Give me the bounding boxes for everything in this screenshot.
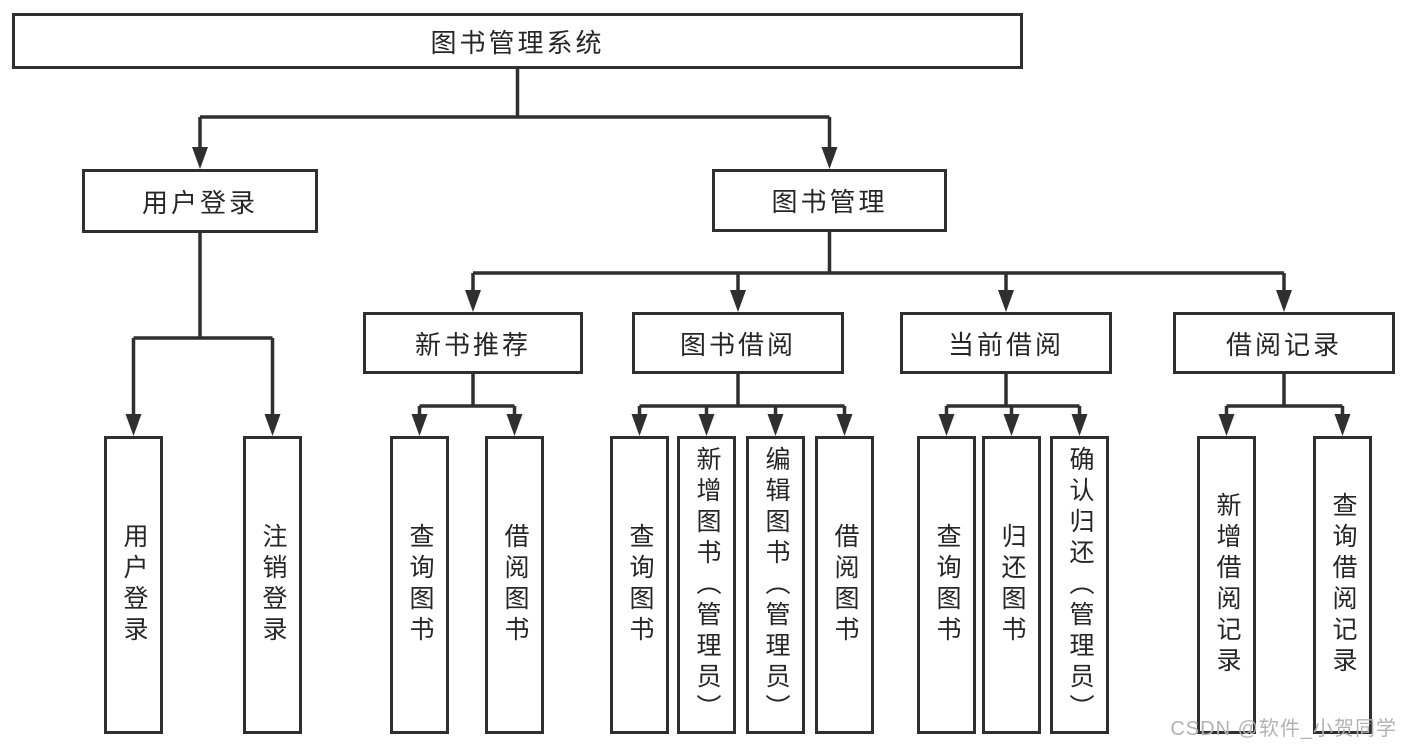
csdn-watermark: CSDN @软件_小贺同学 [1170, 718, 1397, 740]
node-user-login: 用户登录 [82, 169, 318, 233]
node-bb-query-books: 查询图书 [610, 436, 669, 734]
node-current-borrowing: 当前借阅 [900, 312, 1112, 374]
node-library-management-system: 图书管理系统 [12, 13, 1023, 69]
node-book-management: 图书管理 [712, 169, 947, 232]
node-cb-return-books: 归还图书 [982, 436, 1041, 734]
node-user-login-leaf: 用户登录 [104, 436, 163, 734]
node-bb-add-books-admin: 新增图书（管理员） [677, 436, 736, 734]
node-book-borrowing: 图书借阅 [632, 312, 844, 374]
node-br-add-borrow-record: 新增借阅记录 [1197, 436, 1256, 734]
node-cb-confirm-return-admin: 确认归还（管理员） [1050, 436, 1109, 734]
node-nb-query-books: 查询图书 [390, 436, 449, 734]
node-new-book-recommendation: 新书推荐 [363, 312, 583, 374]
node-borrow-records: 借阅记录 [1173, 312, 1395, 374]
node-bb-borrow-books: 借阅图书 [815, 436, 874, 734]
node-br-query-borrow-record: 查询借阅记录 [1313, 436, 1372, 734]
node-bb-edit-books-admin: 编辑图书（管理员） [746, 436, 805, 734]
node-logout-login: 注销登录 [243, 436, 302, 734]
node-nb-borrow-books: 借阅图书 [485, 436, 544, 734]
node-cb-query-books: 查询图书 [917, 436, 976, 734]
